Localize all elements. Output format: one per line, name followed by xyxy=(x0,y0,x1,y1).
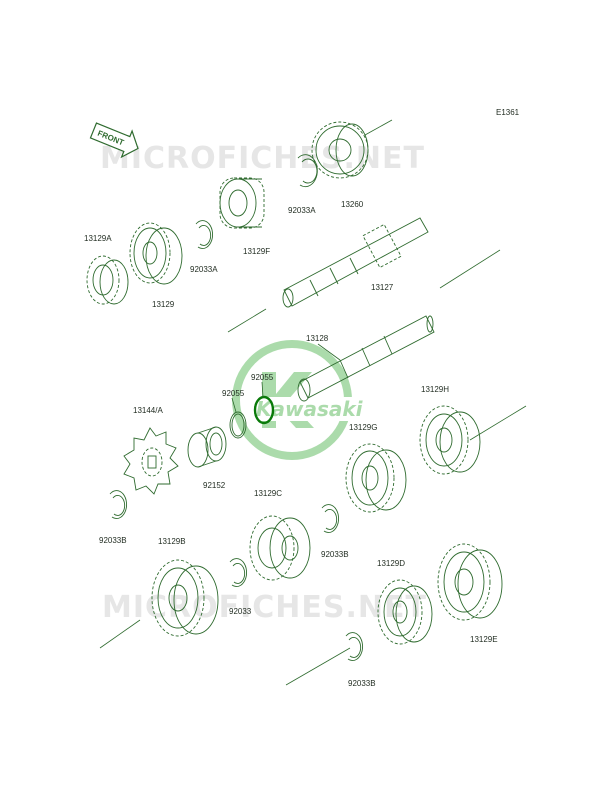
label-13129f: 13129F xyxy=(243,247,270,256)
shaft-13127[interactable]: 13127 xyxy=(282,217,429,308)
label-92033b-left: 92033B xyxy=(99,536,127,545)
diagram-code: E1361 xyxy=(496,108,520,117)
gear-13129c[interactable]: 13129C xyxy=(249,489,311,581)
label-13129e: 13129E xyxy=(470,635,498,644)
gear-13129a[interactable]: 13129 xyxy=(129,222,183,309)
label-13129: 13129A xyxy=(84,234,112,243)
oring-92055-a[interactable]: 92055 xyxy=(222,389,247,439)
assembly-guide-lines xyxy=(99,119,527,686)
gear-13129b[interactable]: 13129B xyxy=(151,537,219,637)
gear-13129h[interactable]: 13129H xyxy=(419,385,481,475)
label-13144a: 13144/A xyxy=(133,406,163,415)
label-13129d: 13129D xyxy=(377,559,405,568)
circlip-92033b-mid[interactable]: 92033B xyxy=(321,504,349,559)
gear-13129f[interactable]: 13129F xyxy=(219,177,270,256)
circlip-92033b-bottom[interactable]: 92033B xyxy=(345,632,376,688)
oring-92055-b-selected[interactable]: 92055 xyxy=(251,373,275,425)
label-92152: 92152 xyxy=(203,481,226,490)
gear-13129[interactable]: 13129A xyxy=(84,234,129,305)
label-13128: 13128 xyxy=(306,334,329,343)
gear-13129d[interactable]: 13129D xyxy=(377,559,433,645)
label-13129g: 13129G xyxy=(349,423,377,432)
label-13129h: 13129H xyxy=(421,385,449,394)
circlip-92033a-top[interactable]: 92033A xyxy=(288,154,318,215)
label-13260: 13260 xyxy=(341,200,364,209)
gear-13260[interactable]: 13260 xyxy=(311,121,369,209)
label-13129c: 13129C xyxy=(254,489,282,498)
label-92033b-bottom: 92033B xyxy=(348,679,376,688)
label-13127: 13127 xyxy=(371,283,394,292)
watermark-bottom: MICROFICHES.NET xyxy=(102,590,427,625)
circlip-92033a-mid[interactable]: 92033A xyxy=(190,220,218,274)
circlip-92033b-left[interactable]: 92033B xyxy=(99,490,127,545)
collar-92152[interactable]: 92152 xyxy=(187,426,227,490)
label-92033: 92033 xyxy=(229,607,252,616)
sprocket-13144a[interactable]: 13144/A xyxy=(123,406,179,495)
gear-13129g[interactable]: 13129G xyxy=(345,423,407,513)
label-92055-b: 92055 xyxy=(251,373,274,382)
label-13129a: 13129 xyxy=(152,300,175,309)
kawasaki-logo: Kawasaki xyxy=(232,340,364,460)
gear-13129e[interactable]: 13129E xyxy=(437,543,503,644)
label-92033a-top: 92033A xyxy=(288,206,316,215)
label-92033a-mid: 92033A xyxy=(190,265,218,274)
label-92055-a: 92055 xyxy=(222,389,245,398)
label-13129b: 13129B xyxy=(158,537,186,546)
front-arrow-icon: FRONT xyxy=(89,122,139,159)
watermark-top: MICROFICHES.NET xyxy=(100,141,425,176)
shaft-13128[interactable]: 13128 xyxy=(297,315,435,402)
circlip-92033[interactable]: 92033 xyxy=(229,558,252,616)
label-92033b-mid: 92033B xyxy=(321,550,349,559)
